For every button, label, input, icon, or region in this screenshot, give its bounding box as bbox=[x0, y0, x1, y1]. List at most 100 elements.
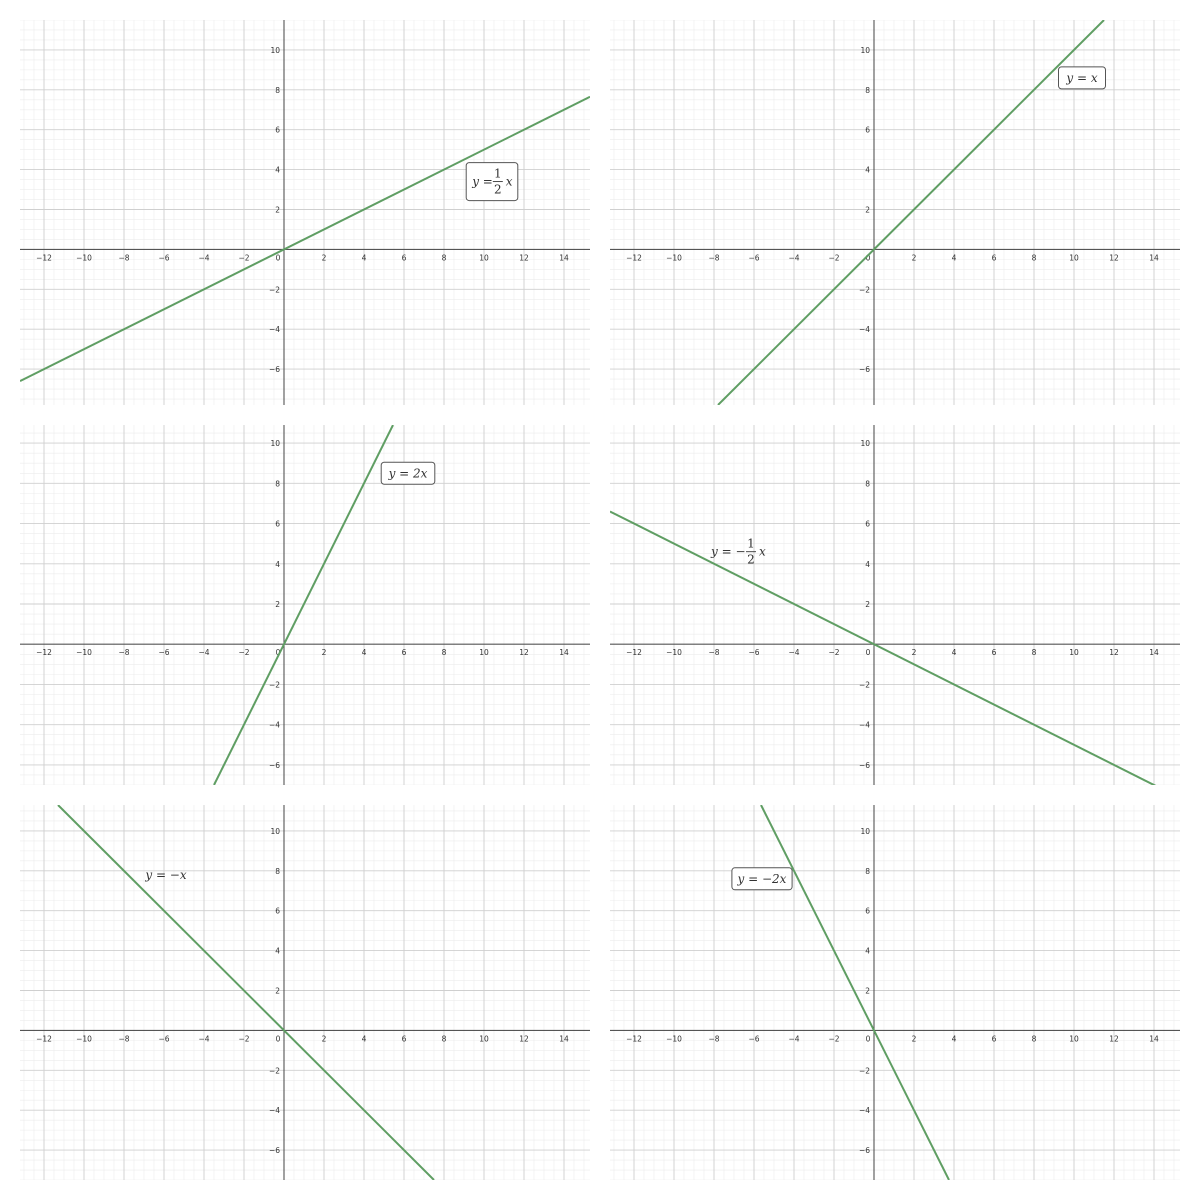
label-box bbox=[380, 461, 436, 485]
x-tick-label: 6 bbox=[992, 253, 997, 262]
series-line bbox=[717, 20, 1105, 405]
x-tick-label: 14 bbox=[1149, 253, 1159, 262]
y-tick-label: 6 bbox=[275, 126, 280, 135]
y-tick-label: −6 bbox=[859, 761, 870, 770]
y-tick-label: 10 bbox=[860, 827, 870, 836]
x-tick-label: 2 bbox=[322, 648, 327, 657]
y-tick-label: 8 bbox=[275, 867, 280, 876]
label-denominator: 2 bbox=[747, 553, 755, 567]
x-tick-label: 10 bbox=[479, 648, 489, 657]
x-tick-label: −12 bbox=[626, 253, 642, 262]
y-tick-label: 2 bbox=[275, 600, 280, 609]
y-tick-label: 8 bbox=[275, 479, 280, 488]
label-var: x bbox=[506, 175, 513, 189]
x-tick-label: 4 bbox=[952, 1034, 957, 1043]
label-text: y = −x bbox=[144, 868, 187, 882]
equation-label: y =12x bbox=[465, 162, 519, 202]
x-tick-label: 12 bbox=[519, 1034, 529, 1043]
x-tick-label: 8 bbox=[442, 648, 447, 657]
x-tick-label: 2 bbox=[912, 253, 917, 262]
series-line bbox=[57, 805, 435, 1180]
x-tick-label: −4 bbox=[198, 648, 209, 657]
label-var: x bbox=[759, 545, 766, 559]
x-tick-label: −6 bbox=[158, 1034, 169, 1043]
x-tick-label: −10 bbox=[666, 1034, 682, 1043]
x-tick-label: −2 bbox=[238, 1034, 249, 1043]
x-tick-label: −2 bbox=[828, 648, 839, 657]
x-tick-label: 8 bbox=[442, 1034, 447, 1043]
x-tick-label: 0 bbox=[276, 1034, 281, 1043]
x-tick-label: −2 bbox=[238, 253, 249, 262]
x-tick-label: 8 bbox=[1032, 1034, 1037, 1043]
y-tick-label: −2 bbox=[859, 1066, 870, 1075]
x-tick-label: 0 bbox=[866, 1034, 871, 1043]
y-tick-label: 8 bbox=[865, 86, 870, 95]
x-tick-label: −4 bbox=[198, 1034, 209, 1043]
y-tick-label: 2 bbox=[275, 987, 280, 996]
x-tick-label: −12 bbox=[626, 1034, 642, 1043]
y-tick-label: −2 bbox=[269, 285, 280, 294]
y-tick-label: 6 bbox=[865, 126, 870, 135]
series-line bbox=[20, 95, 590, 382]
y-tick-label: −6 bbox=[269, 365, 280, 374]
label-lhs: y = bbox=[471, 175, 493, 189]
grid bbox=[610, 805, 1180, 1180]
y-tick-label: 6 bbox=[275, 520, 280, 529]
x-tick-label: 6 bbox=[992, 1034, 997, 1043]
x-tick-label: 2 bbox=[322, 1034, 327, 1043]
y-tick-label: 6 bbox=[865, 520, 870, 529]
y-tick-label: 2 bbox=[865, 206, 870, 215]
y-tick-label: −4 bbox=[859, 721, 870, 730]
x-tick-label: 2 bbox=[322, 253, 327, 262]
x-tick-label: 10 bbox=[479, 1034, 489, 1043]
y-tick-label: 10 bbox=[270, 46, 280, 55]
y-tick-label: −4 bbox=[859, 1106, 870, 1115]
y-tick-label: 4 bbox=[275, 947, 280, 956]
x-tick-label: −8 bbox=[708, 1034, 719, 1043]
x-tick-label: −4 bbox=[788, 253, 799, 262]
grid bbox=[20, 805, 590, 1180]
x-tick-label: 12 bbox=[519, 253, 529, 262]
y-tick-label: 10 bbox=[860, 439, 870, 448]
x-tick-label: 10 bbox=[479, 253, 489, 262]
x-tick-label: −4 bbox=[198, 253, 209, 262]
x-tick-label: 12 bbox=[519, 648, 529, 657]
y-tick-label: −6 bbox=[269, 761, 280, 770]
x-tick-label: 10 bbox=[1069, 648, 1079, 657]
y-tick-label: 2 bbox=[865, 600, 870, 609]
x-tick-label: 0 bbox=[866, 648, 871, 657]
x-tick-label: −2 bbox=[828, 253, 839, 262]
x-tick-label: 4 bbox=[362, 253, 367, 262]
x-tick-label: −12 bbox=[626, 648, 642, 657]
x-tick-label: 12 bbox=[1109, 253, 1119, 262]
y-tick-label: 8 bbox=[865, 479, 870, 488]
y-tick-label: −4 bbox=[269, 721, 280, 730]
equation-label: y = −x bbox=[144, 868, 187, 882]
y-tick-label: 6 bbox=[275, 907, 280, 916]
grid bbox=[610, 425, 1180, 785]
x-tick-label: 14 bbox=[1149, 1034, 1159, 1043]
label-numerator: 1 bbox=[494, 167, 502, 181]
x-tick-label: −8 bbox=[708, 648, 719, 657]
x-tick-label: −12 bbox=[36, 253, 52, 262]
y-tick-label: −6 bbox=[859, 365, 870, 374]
x-tick-label: 6 bbox=[402, 648, 407, 657]
y-tick-label: −6 bbox=[269, 1146, 280, 1155]
equation-label: y = −2x bbox=[731, 867, 793, 891]
y-tick-label: −4 bbox=[269, 325, 280, 334]
x-tick-label: 14 bbox=[1149, 648, 1159, 657]
x-tick-label: −2 bbox=[238, 648, 249, 657]
x-tick-label: −6 bbox=[158, 648, 169, 657]
x-tick-label: −8 bbox=[118, 648, 129, 657]
x-tick-label: 14 bbox=[559, 253, 569, 262]
label-box bbox=[465, 162, 519, 202]
y-tick-label: 4 bbox=[865, 166, 870, 175]
